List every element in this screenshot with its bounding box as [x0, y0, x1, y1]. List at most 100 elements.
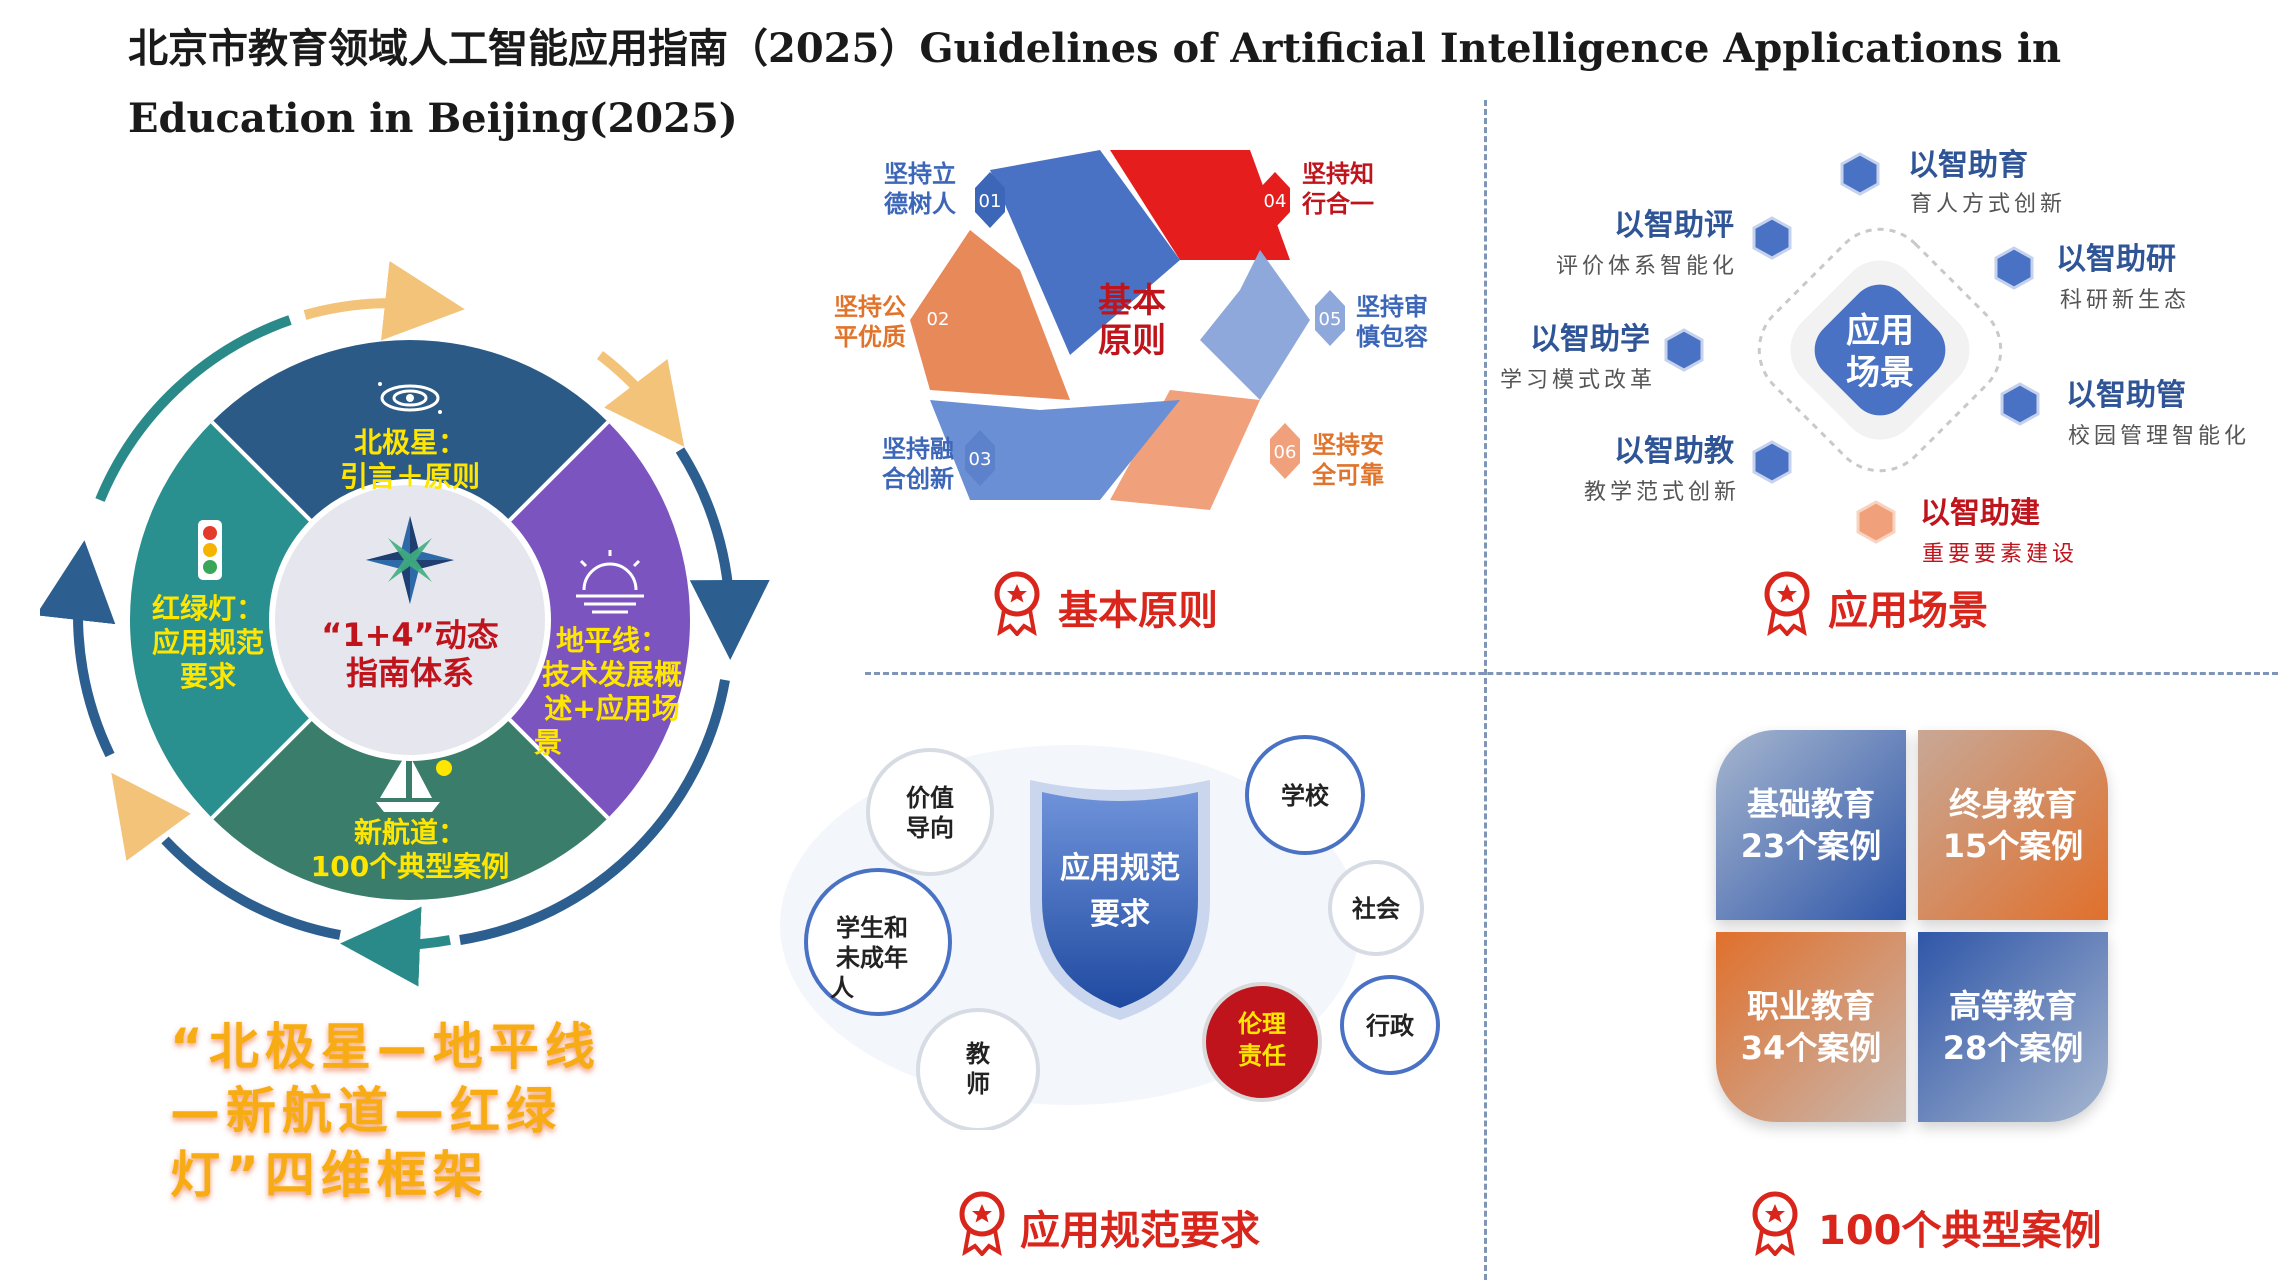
traffic-label-3: 要求: [180, 660, 236, 693]
principle-label: 坚持公: [834, 293, 906, 321]
horizon-icon: [576, 550, 644, 614]
principle-label: 合创新: [882, 465, 954, 493]
award-icon: [959, 1191, 1005, 1256]
svg-text:学校: 学校: [1281, 782, 1330, 810]
galaxy-icon: [378, 382, 442, 414]
principles-footer: 基本原则: [1058, 588, 1218, 634]
compass-icon: [366, 516, 454, 604]
principle-label: 全可靠: [1311, 461, 1384, 489]
svg-text:06: 06: [1274, 442, 1297, 463]
ring-arc: [596, 351, 685, 447]
scenario-title: 以智助学: [1530, 322, 1650, 357]
hexagon-icon: [2000, 382, 2040, 426]
principle-badge-04: 04: [1260, 172, 1290, 228]
case-count: 15个案例: [1942, 827, 2084, 865]
case-name: 高等教育: [1948, 987, 2077, 1025]
scenario-subtitle: 重要要素建设: [1922, 542, 2079, 567]
principle-label: 坚持审: [1356, 293, 1428, 321]
bubble-society: 社会: [1328, 860, 1424, 956]
scenario-subtitle: 教学范式创新: [1584, 480, 1741, 505]
page-title: 北京市教育领域人工智能应用指南（2025）Guidelines of Artif…: [128, 25, 2062, 142]
shield-label-2: 要求: [1090, 897, 1150, 932]
divider-horizontal: [865, 672, 2278, 675]
svg-text:社会: 社会: [1352, 895, 1400, 923]
principle-badge-03: 03: [965, 430, 995, 486]
scenario-subtitle: 育人方式创新: [1910, 192, 2067, 217]
hexagon-icon: [1856, 500, 1896, 544]
horizon-label-2: 技术发展概: [542, 658, 682, 691]
case-name: 终身教育: [1948, 785, 2077, 823]
svg-text:价值: 价值: [906, 784, 954, 812]
principle-label: 行合一: [1301, 190, 1374, 218]
case-basic: 基础教育 23个案例: [1716, 730, 1906, 920]
norms-footer: 应用规范要求: [1020, 1208, 1260, 1254]
bubble-school: 学校: [1245, 735, 1365, 855]
ring-arc: [340, 906, 451, 987]
award-icon: [1764, 571, 1810, 636]
principle-badge-02: 02: [923, 290, 953, 346]
svg-text:师: 师: [966, 1070, 990, 1098]
svg-text:01: 01: [979, 191, 1002, 212]
svg-text:教: 教: [966, 1040, 991, 1068]
bubble-value: 价值 导向: [866, 748, 994, 876]
sailboat-icon: [376, 754, 452, 812]
case-higher: 高等教育 28个案例: [1918, 932, 2108, 1122]
case-name: 基础教育: [1746, 785, 1875, 823]
horizon-label-3: 述+应用场: [544, 692, 679, 725]
scenarios-center-1: 应用: [1846, 311, 1914, 351]
case-count: 28个案例: [1942, 1029, 2084, 1067]
norms-diagram: 应用规范 要求 价值 导向 学生和 未成年 人 教 师 学校 社会 行政 伦理 …: [780, 735, 1440, 1130]
principle-label: 坚持融: [882, 435, 954, 463]
hexagon-icon: [1752, 440, 1792, 484]
principle-label: 坚持知: [1302, 160, 1374, 188]
svg-text:人: 人: [830, 974, 854, 1002]
case-lifelong: 终身教育 15个案例: [1918, 730, 2108, 920]
scenario-title: 以智助教: [1614, 434, 1734, 469]
ring-arc: [40, 540, 116, 758]
hexagon-icon: [1840, 152, 1880, 196]
case-count: 23个案例: [1740, 827, 1882, 865]
divider-vertical: [1484, 100, 1487, 1280]
bubble-ethics: 伦理 责任: [1202, 982, 1322, 1102]
scenario-subtitle: 科研新生态: [2060, 288, 2191, 313]
cases-footer: 100个典型案例: [1818, 1208, 2102, 1254]
svg-text:04: 04: [1264, 191, 1287, 212]
scenarios-hub: 应用 场景: [1757, 227, 2003, 473]
channel-label-1: 新航道：: [354, 816, 466, 849]
hexagon-icon: [1664, 328, 1704, 372]
shield-label-1: 应用规范: [1060, 851, 1180, 886]
award-icon: [994, 571, 1040, 636]
north-label-1: 北极星：: [354, 426, 466, 459]
wheel-center: [269, 479, 551, 761]
principle-label: 坚持立: [884, 160, 956, 188]
case-count: 34个案例: [1740, 1029, 1882, 1067]
center-label-1: “1+4”动态: [321, 616, 498, 654]
case-vocational: 职业教育 34个案例: [1716, 932, 1906, 1122]
award-icon: [1752, 1191, 1798, 1256]
scenarios-center-2: 场景: [1846, 353, 1914, 393]
svg-text:行政: 行政: [1365, 1012, 1414, 1040]
bubble-admin: 行政: [1340, 975, 1440, 1075]
principle-segment: [990, 150, 1180, 355]
principle-label: 坚持安: [1312, 431, 1384, 459]
channel-label-2: 100个典型案例: [311, 850, 509, 883]
traffic-label-2: 应用规范: [152, 626, 264, 659]
principles-center-2: 原则: [1098, 321, 1166, 361]
hexagon-icon: [1994, 246, 2034, 290]
hexagon-icon: [1752, 216, 1792, 260]
framework-wheel: 北极星： 引言＋原则 地平线： 技术发展概 述+应用场 景 新航道： 100个典…: [40, 260, 770, 987]
principle-badge-06: 06: [1270, 423, 1300, 479]
principles-diagram: 基本 原则 01 02 03 04 05 06 坚持立 德树人 坚持公 平优质 …: [834, 150, 1428, 510]
principle-badge-05: 05: [1315, 290, 1345, 346]
principle-label: 德树人: [884, 190, 956, 218]
svg-text:学生和: 学生和: [836, 914, 908, 942]
scenario-subtitle: 校园管理智能化: [2068, 424, 2251, 449]
traffic-label-1: 红绿灯：: [152, 592, 264, 625]
principle-label: 慎包容: [1356, 323, 1428, 351]
svg-text:未成年: 未成年: [836, 944, 908, 972]
horizon-label-4: 景: [534, 726, 562, 759]
principle-segment: [1110, 150, 1290, 260]
horizon-label-1: 地平线：: [556, 624, 668, 657]
center-label-2: 指南体系: [346, 654, 474, 692]
principle-segment: [930, 400, 1180, 500]
